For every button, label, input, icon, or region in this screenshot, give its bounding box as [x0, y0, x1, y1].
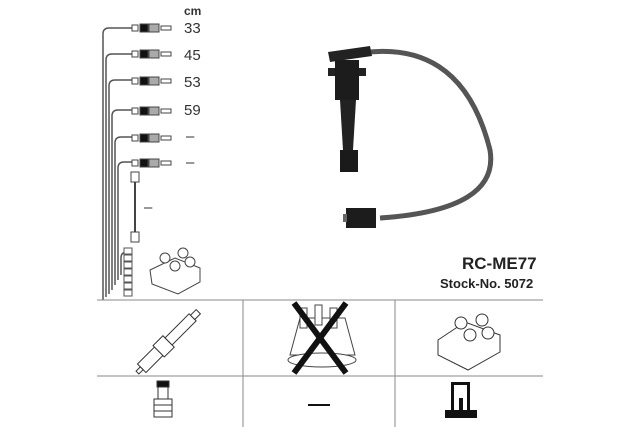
length-label: 53	[184, 74, 201, 91]
length-unit-header: cm	[184, 4, 202, 18]
coil-connector-icon	[445, 382, 477, 418]
small-ignition-coil-icon	[149, 247, 201, 295]
length-label: –	[186, 154, 195, 171]
product-model: RC-ME77	[462, 254, 537, 273]
compatibility-grid-lines	[97, 299, 543, 427]
length-label: –	[186, 128, 195, 145]
ignition-cable-photo	[328, 46, 494, 228]
length-label: –	[144, 199, 153, 216]
spark-plug-icon	[135, 308, 202, 375]
not-applicable-cross-icon	[291, 301, 349, 375]
coil-lead-icon	[130, 171, 140, 243]
cable-terminal-icons	[131, 23, 172, 168]
stock-number: Stock-No. 5072	[440, 276, 534, 291]
wire-bundle-icon	[102, 27, 132, 300]
ignition-coil-icon	[437, 313, 501, 371]
length-label: 59	[184, 102, 201, 119]
length-label: 33	[184, 20, 201, 37]
spark-plug-connector-icon	[153, 380, 173, 418]
length-label: 45	[184, 47, 201, 64]
bundle-end-terminals	[123, 247, 133, 297]
